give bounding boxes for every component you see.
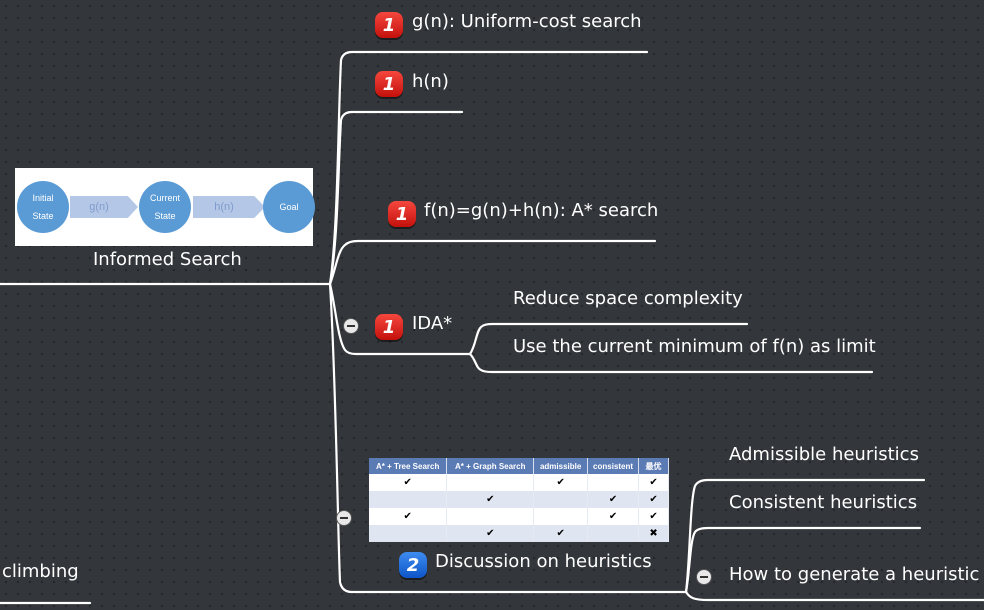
node-ida-star[interactable]: IDA* [412,313,453,334]
informed-search-image: Initial State g(n) Current State h(n) Go… [15,168,315,246]
table-cell: ✔ [638,474,669,491]
table-cell: ✔ [369,474,448,491]
node-reduce-space-complexity[interactable]: Reduce space complexity [513,288,743,309]
current-state-circle: Current State [139,181,191,233]
table-row: ✔ ✔ ✔ [369,474,669,491]
table-header: 最优 [638,458,669,474]
node-informed-search[interactable]: Informed Search [93,249,242,270]
branch-line-discussion [328,282,688,594]
initial-state-circle: Initial State [17,181,69,233]
table-header: consistent [587,458,640,474]
heuristics-table: A* + Tree Search A* + Graph Search admis… [369,458,669,542]
table-cell [533,508,589,525]
initial-state-line2: State [32,211,54,221]
table-cell: ✔ [369,508,448,525]
priority-1-badge: 1 [375,314,403,340]
goal-label: Goal [279,202,299,212]
table-header: admissible [533,458,589,474]
table-cell [587,474,640,491]
table-cell [369,525,448,542]
current-state-line2: State [154,211,176,221]
node-h-n[interactable]: h(n) [412,71,449,92]
node-use-current-minimum[interactable]: Use the current minimum of f(n) as limit [513,336,876,357]
branch-line-ida [328,282,472,356]
branch-line-reduce [468,322,749,356]
table-row: ✔ ✔ ✔ [369,491,669,508]
table-cell: ✔ [638,508,669,525]
table-cell: ✔ [533,474,589,491]
branch-line-f [328,239,657,286]
g-n-arrow-label: g(n) [89,201,109,213]
initial-state-line1: Initial [32,193,54,203]
branch-line-admissible [684,478,926,594]
collapse-discussion-icon[interactable] [336,510,352,526]
table-cell: ✔ [587,491,640,508]
node-uniform-cost-search[interactable]: g(n): Uniform-cost search [412,11,642,32]
node-a-star-search[interactable]: f(n)=g(n)+h(n): A* search [424,200,659,221]
table-cell [446,474,535,491]
collapse-how-to-generate-icon[interactable] [696,569,712,585]
table-cell: ✔ [533,525,589,542]
node-consistent-heuristics[interactable]: Consistent heuristics [729,492,918,513]
table-header: A* + Tree Search [369,458,448,474]
h-n-arrow-label: h(n) [214,201,234,213]
table-header: A* + Graph Search [446,458,535,474]
table-row: ✔ ✔ ✖ [369,525,669,542]
table-cell [369,491,448,508]
priority-2-badge: 2 [399,552,427,578]
table-cell: ✔ [446,525,535,542]
table-cell: ✖ [638,525,669,542]
heuristics-table-image: A* + Tree Search A* + Graph Search admis… [369,458,669,542]
table-cell [533,491,589,508]
collapse-ida-icon[interactable] [343,318,359,334]
table-cell: ✔ [587,508,640,525]
branch-line-h [328,110,464,286]
node-climbing[interactable]: climbing [2,561,79,582]
priority-1-badge: 1 [375,12,403,38]
h-n-arrow: h(n) [193,196,265,218]
goal-circle: Goal [263,181,315,233]
table-row: ✔ ✔ ✔ [369,508,669,525]
table-cell [587,525,640,542]
node-discussion-on-heuristics[interactable]: Discussion on heuristics [435,551,652,572]
g-n-arrow: g(n) [70,196,138,218]
table-cell: ✔ [638,491,669,508]
branch-line-consistent [684,526,922,594]
priority-1-badge: 1 [375,71,403,97]
node-how-to-generate-heuristic[interactable]: How to generate a heuristic [729,564,980,585]
priority-1-badge: 1 [388,201,416,227]
table-cell: ✔ [446,491,535,508]
node-admissible-heuristics[interactable]: Admissible heuristics [729,444,919,465]
branch-line-how [684,590,984,602]
current-state-line1: Current [149,193,180,203]
table-cell [446,508,535,525]
branch-line-use-min [468,352,874,374]
